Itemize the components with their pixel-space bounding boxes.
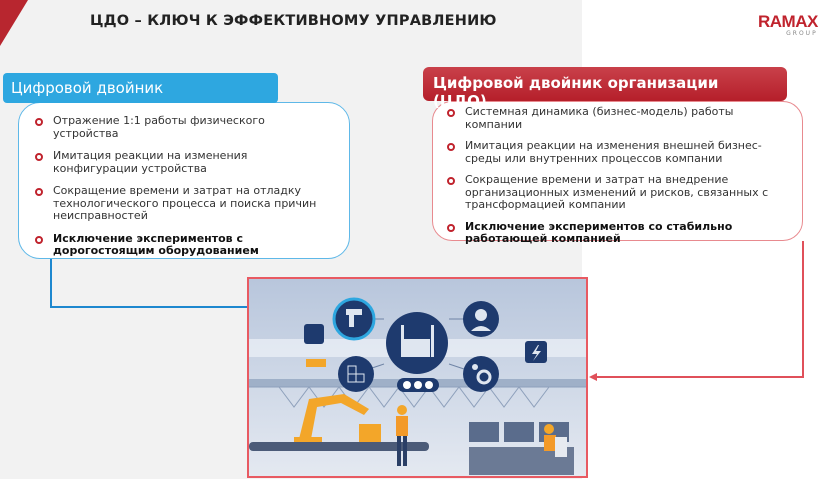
engineer xyxy=(396,405,408,466)
bullet-icon xyxy=(447,177,455,185)
bullet-icon xyxy=(35,235,43,244)
digital-twin-header: Цифровой двойник xyxy=(3,73,278,103)
bullet-icon xyxy=(447,109,455,117)
bullet-icon xyxy=(447,223,455,232)
list-item: Сокращение времени и затрат на отладку т… xyxy=(35,184,333,223)
corner-accent xyxy=(0,0,28,46)
bullet-icon xyxy=(447,143,455,151)
gauges-icon xyxy=(397,378,439,392)
bullet-icon xyxy=(35,118,43,126)
operator xyxy=(544,424,567,457)
list-item: Имитация реакции на изменения конфигурац… xyxy=(35,149,333,175)
factory-illustration xyxy=(247,277,588,478)
list-item: Сокращение времени и затрат на внедрение… xyxy=(447,173,790,212)
list-item: Имитация реакции на изменения внешней би… xyxy=(447,139,790,165)
list-item: Исключение экспериментов с дорогостоящим… xyxy=(35,232,333,258)
bullet-icon xyxy=(35,153,43,161)
org-digital-twin-box: Системная динамика (бизнес-модель) работ… xyxy=(432,101,803,245)
bullet-icon xyxy=(35,188,43,196)
gears-icon xyxy=(463,356,499,392)
chip-icon xyxy=(304,324,324,344)
page-title: ЦДО – КЛЮЧ К ЭФФЕКТИВНОМУ УПРАВЛЕНИЮ xyxy=(90,13,497,29)
list-item: Исключение экспериментов со стабильно ра… xyxy=(447,220,790,246)
list-item: Системная динамика (бизнес-модель) работ… xyxy=(447,105,790,131)
lightning-icon xyxy=(525,341,547,363)
list-item: Отражение 1:1 работы физического устройс… xyxy=(35,114,333,140)
worker-icon xyxy=(463,301,499,337)
factory-icon xyxy=(386,312,448,374)
boxes-icon xyxy=(338,356,374,392)
org-digital-twin-header: Цифровой двойник организации (ЦДО) xyxy=(423,67,787,110)
robot-arm-icon xyxy=(332,297,376,341)
digital-twin-box: Отражение 1:1 работы физического устройс… xyxy=(18,102,350,259)
